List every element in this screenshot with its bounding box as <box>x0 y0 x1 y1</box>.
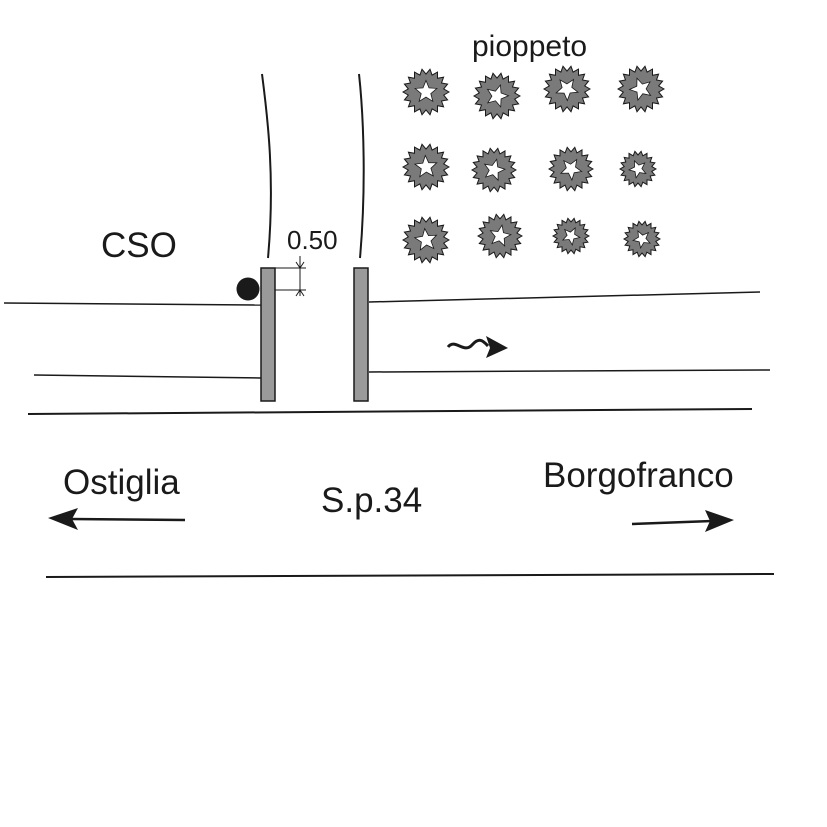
road-edge-bottom <box>45 573 775 578</box>
tree-icon <box>617 65 665 113</box>
tree-icon <box>622 220 662 258</box>
gap-dimension-label: 0.50 <box>287 225 338 255</box>
tree-icon <box>471 147 517 193</box>
tree-icon <box>548 146 594 192</box>
tree-icon <box>402 68 450 116</box>
tree-icon <box>543 65 591 113</box>
ditch-line-left <box>261 73 272 259</box>
tree-icon <box>473 72 521 120</box>
ostiglia-label: Ostiglia <box>63 463 180 502</box>
arrow-right-icon <box>631 510 734 532</box>
channel-line-right-top <box>368 291 761 303</box>
channel-line-left-bottom <box>33 374 262 379</box>
flow-direction-icon <box>446 336 508 358</box>
arrow-left-icon <box>48 508 186 530</box>
road-edge-top <box>27 408 753 415</box>
tree-icon <box>477 213 523 259</box>
channel-line-left-top <box>3 302 262 306</box>
pioppeto-label: pioppeto <box>472 30 587 63</box>
channel-line-right-bottom <box>368 369 771 373</box>
gate-post-left <box>260 267 276 402</box>
pioppeto-grove <box>402 65 665 264</box>
tree-icon <box>402 143 450 191</box>
cso-label: CSO <box>101 226 177 265</box>
road-label: S.p.34 <box>321 481 422 520</box>
tree-icon <box>402 216 450 264</box>
tree-icon <box>551 217 591 255</box>
tree-icon <box>618 150 658 188</box>
cso-point-icon <box>236 277 260 301</box>
borgofranco-label: Borgofranco <box>543 456 734 495</box>
dimension-marker <box>275 256 306 297</box>
gate-post-right <box>353 267 369 402</box>
ditch-line-right <box>358 73 365 259</box>
